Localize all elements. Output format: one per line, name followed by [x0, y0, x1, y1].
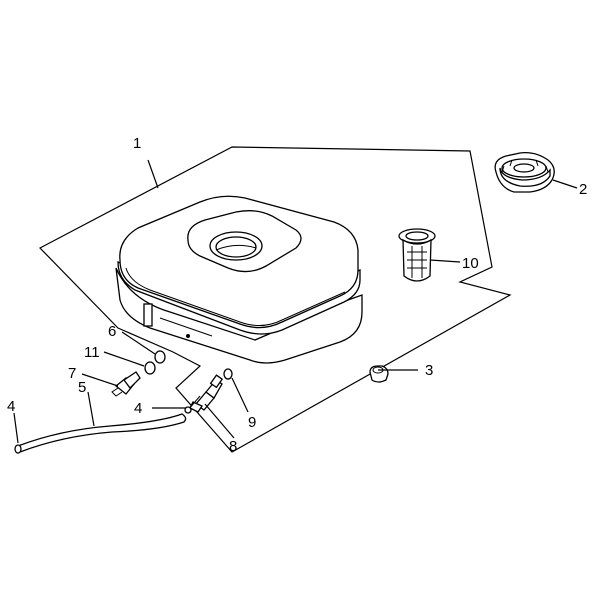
assembly-plate-outline — [39, 146, 512, 453]
callout-9: 9 — [248, 414, 256, 431]
hose-clamp-right — [184, 406, 192, 414]
washers — [144, 350, 166, 375]
callout-2: 2 — [579, 181, 587, 198]
callout-10: 10 — [462, 255, 479, 272]
callout-5: 5 — [78, 379, 86, 396]
callout-6: 6 — [108, 323, 116, 340]
callout-7: 7 — [68, 365, 76, 382]
callout-8: 8 — [229, 438, 237, 455]
callout-11: 11 — [84, 344, 100, 361]
callout-4-right: 4 — [134, 400, 142, 417]
o-ring — [223, 368, 233, 380]
fuel-tank — [115, 195, 363, 364]
fuel-hose — [17, 413, 187, 453]
fuel-strainer — [398, 228, 436, 282]
callout-1: 1 — [133, 135, 141, 152]
leader-lines — [13, 159, 578, 444]
callout-4-left: 4 — [7, 398, 15, 415]
fuel-cap — [494, 152, 555, 193]
hose-clamp-left — [14, 444, 22, 454]
rubber-cushion — [369, 365, 389, 383]
callout-3: 3 — [425, 362, 433, 379]
drain-bolt — [111, 371, 141, 397]
fuel-cock — [187, 374, 224, 413]
